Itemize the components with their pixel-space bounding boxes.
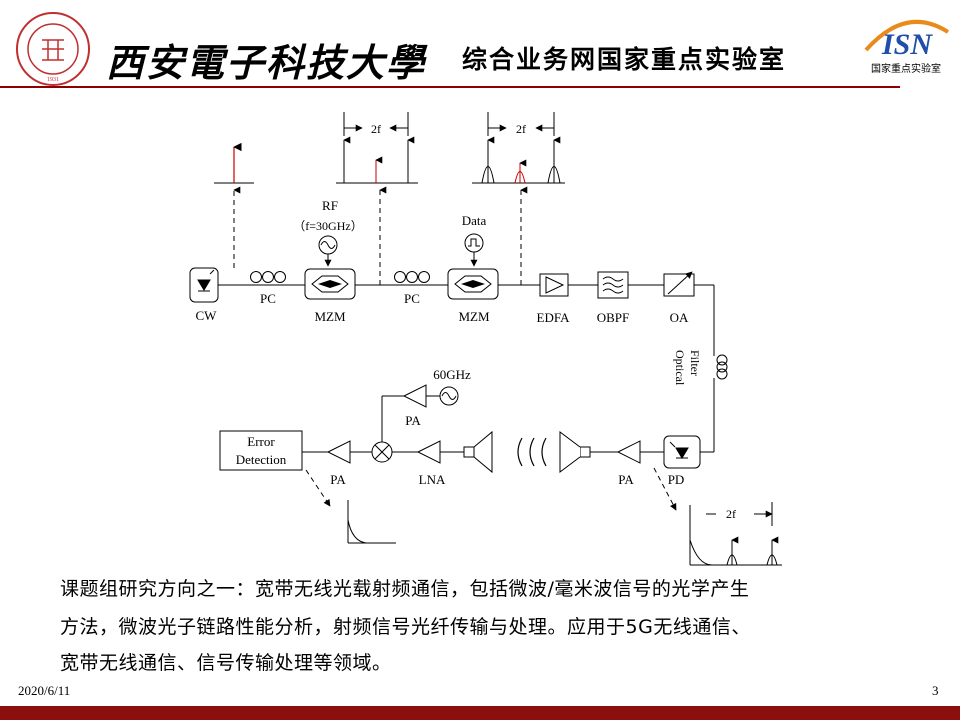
svg-text:1931: 1931 bbox=[47, 77, 59, 83]
page-number: 3 bbox=[932, 683, 939, 698]
label-oa: OA bbox=[670, 310, 689, 325]
mixer-icon bbox=[371, 441, 393, 463]
label-pd: PD bbox=[668, 472, 685, 487]
isn-logo: ISN 国家重点实验室 bbox=[864, 19, 950, 75]
label-obpf: OBPF bbox=[597, 310, 630, 325]
data-source-icon bbox=[464, 233, 484, 267]
cw-laser bbox=[189, 267, 219, 303]
caption-line-3: 宽带无线通信、信号传输处理等领域。 bbox=[60, 652, 392, 674]
error-detection-line-2: Detection bbox=[236, 452, 287, 467]
label-pa-tx: PA bbox=[618, 472, 634, 487]
edfa-amplifier bbox=[539, 273, 569, 297]
wireless-link-icon bbox=[517, 437, 547, 467]
lo-frequency-label: 60GHz bbox=[433, 367, 471, 382]
isn-logo-caption: 国家重点实验室 bbox=[871, 62, 941, 75]
spacing-label-2: 2f bbox=[516, 122, 526, 136]
label-pa-lo: PA bbox=[405, 413, 421, 428]
spectrum-cw bbox=[214, 142, 254, 268]
rf-source-label: RF bbox=[322, 198, 338, 213]
lab-title: 综合业务网国家重点实验室 bbox=[462, 45, 787, 74]
data-source-label: Data bbox=[462, 213, 487, 228]
footer-date: 2020/6/11 bbox=[18, 683, 71, 698]
label-pa-out: PA bbox=[330, 472, 346, 487]
label-edfa: EDFA bbox=[537, 310, 571, 325]
polarization-controller-1 bbox=[250, 271, 286, 283]
pa-transmit-amplifier bbox=[590, 440, 664, 464]
mzm-modulator-2 bbox=[447, 268, 499, 300]
university-seal: 1931 bbox=[16, 12, 90, 86]
rf-source-frequency: （f=30GHz） bbox=[293, 219, 362, 233]
error-detection-box bbox=[219, 430, 303, 471]
error-detection-line-1: Error bbox=[247, 434, 275, 449]
mzm-modulator-1 bbox=[304, 268, 356, 300]
university-name: 西安電子科技大學 bbox=[106, 40, 427, 85]
fiber-spool bbox=[716, 354, 728, 380]
label-mzm-2: MZM bbox=[458, 309, 490, 324]
header-rule bbox=[0, 86, 900, 88]
spectrum-mzm-2 bbox=[472, 112, 565, 285]
label-pc-2: PC bbox=[404, 291, 420, 306]
label-mzm-1: MZM bbox=[314, 309, 346, 324]
spectrum-pd-output bbox=[653, 467, 782, 566]
optical-fiber-line bbox=[218, 284, 715, 453]
local-oscillator-path bbox=[381, 384, 459, 442]
spectrum-output bbox=[305, 469, 396, 544]
label-cw: CW bbox=[196, 308, 218, 323]
spacing-label-3: 2f bbox=[726, 507, 736, 521]
caption-line-1: 课题组研究方向之一：宽带无线光载射频通信，包括微波/毫米波信号的光学产生 bbox=[60, 578, 750, 600]
label-optical-line-2: Filter bbox=[688, 350, 702, 376]
spectrum-mzm-1 bbox=[336, 112, 418, 285]
label-lna: LNA bbox=[419, 472, 446, 487]
rof-system-diagram: CW PC MZM RF （f=30GHz） PC MZM Data bbox=[189, 112, 782, 566]
label-pc-1: PC bbox=[260, 291, 276, 306]
lna-amplifier bbox=[392, 440, 464, 464]
rf-source-icon bbox=[318, 235, 338, 267]
receive-antenna-icon bbox=[463, 430, 493, 474]
pa-output-amplifier bbox=[302, 440, 372, 464]
isn-logo-text: ISN bbox=[881, 28, 933, 61]
photodetector bbox=[663, 435, 701, 469]
label-optical-line-1: Optical bbox=[673, 350, 687, 386]
transmit-antenna-icon bbox=[559, 431, 591, 473]
optical-attenuator bbox=[663, 271, 695, 297]
caption-line-2: 方法，微波光子链路性能分析，射频信号光纤传输与处理。应用于5G无线通信、 bbox=[60, 616, 751, 638]
footer-bar bbox=[0, 706, 960, 720]
obpf-filter bbox=[597, 271, 629, 299]
spacing-label-1: 2f bbox=[371, 122, 381, 136]
polarization-controller-2 bbox=[394, 271, 430, 283]
